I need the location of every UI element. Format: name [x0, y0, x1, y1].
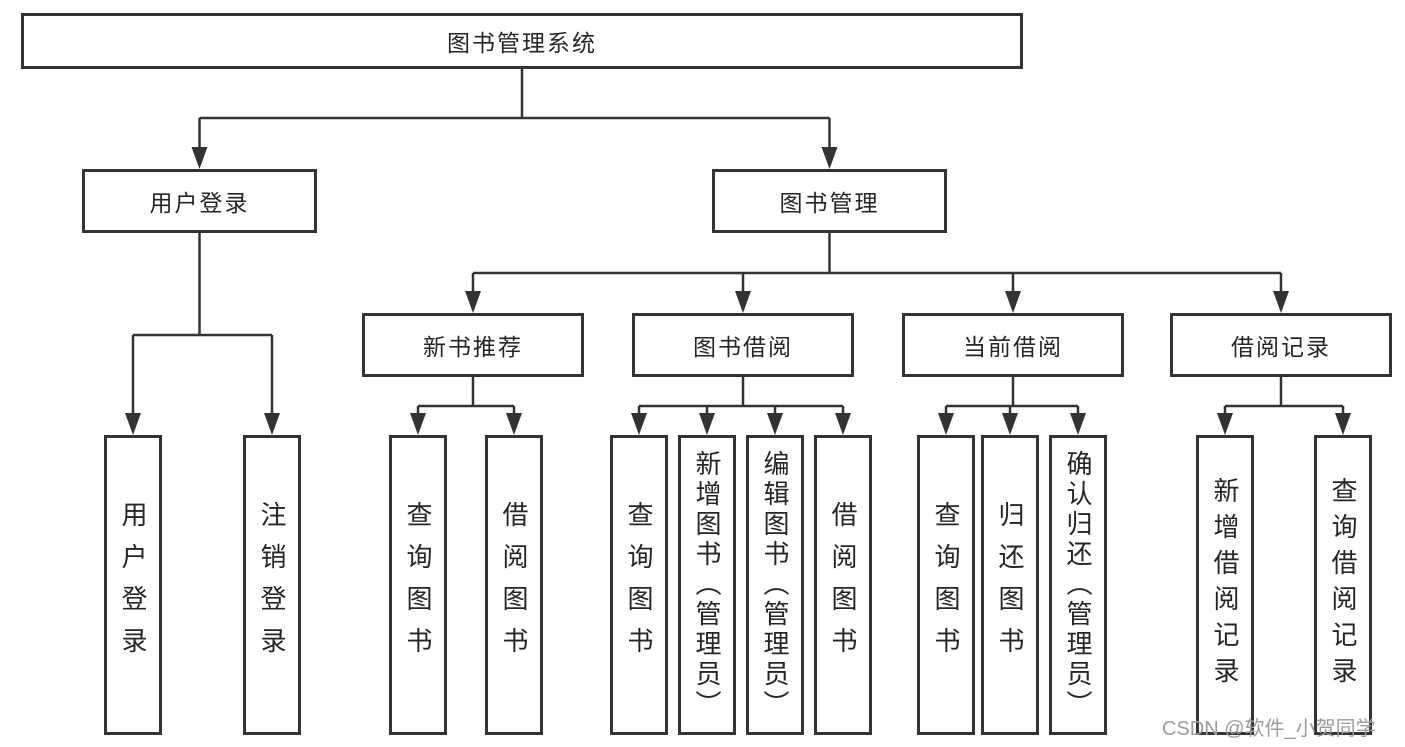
node-current-borrowing-label: 当前借阅 [963, 334, 1063, 360]
leaf-borrow-books-recommend: 借阅图书 [485, 435, 543, 735]
node-user-login-label: 用户登录 [149, 190, 250, 216]
leaf-query-books-borrowing-label: 查询图书 [624, 501, 654, 669]
leaf-borrow-books-borrowing-label: 借阅图书 [828, 501, 858, 669]
leaf-query-books-current-label: 查询图书 [931, 501, 961, 669]
leaf-add-borrow-record: 新增借阅记录 [1196, 435, 1254, 735]
leaf-query-books-borrowing: 查询图书 [610, 435, 668, 735]
leaf-user-login-label: 用户登录 [118, 501, 148, 669]
leaf-add-books-admin: 新增图书（管理员） [678, 435, 736, 735]
node-book-borrowing: 图书借阅 [632, 313, 854, 377]
node-new-book-recommendation: 新书推荐 [362, 313, 584, 377]
leaf-edit-books-admin: 编辑图书（管理员） [746, 435, 804, 735]
leaf-user-login: 用户登录 [104, 435, 162, 735]
leaf-query-books-recommend-label: 查询图书 [403, 501, 433, 669]
leaf-logout-label: 注销登录 [257, 501, 287, 669]
leaf-query-books-current: 查询图书 [917, 435, 975, 735]
leaf-query-books-recommend: 查询图书 [389, 435, 447, 735]
node-user-login: 用户登录 [82, 169, 317, 233]
leaf-borrow-books-recommend-label: 借阅图书 [499, 501, 529, 669]
leaf-query-borrow-record-label: 查询借阅记录 [1328, 477, 1358, 693]
watermark-text: CSDN @软件_小贺同学 [1162, 718, 1376, 740]
leaf-return-books-label: 归还图书 [995, 501, 1025, 669]
leaf-confirm-return-admin: 确认归还（管理员） [1049, 435, 1107, 735]
node-current-borrowing: 当前借阅 [902, 313, 1124, 377]
leaf-borrow-books-borrowing: 借阅图书 [814, 435, 872, 735]
leaf-add-books-admin-label: 新增图书（管理员） [692, 450, 722, 720]
node-borrowing-records-label: 借阅记录 [1231, 334, 1331, 360]
node-library-system-label: 图书管理系统 [447, 30, 597, 56]
leaf-logout: 注销登录 [243, 435, 301, 735]
node-book-management-label: 图书管理 [779, 190, 880, 216]
leaf-return-books: 归还图书 [981, 435, 1039, 735]
arrowheads [125, 147, 1351, 435]
leaf-edit-books-admin-label: 编辑图书（管理员） [760, 450, 790, 720]
leaf-query-borrow-record: 查询借阅记录 [1314, 435, 1372, 735]
node-book-borrowing-label: 图书借阅 [693, 334, 793, 360]
leaf-add-borrow-record-label: 新增借阅记录 [1210, 477, 1240, 693]
node-book-management: 图书管理 [712, 169, 947, 233]
node-borrowing-records: 借阅记录 [1170, 313, 1392, 377]
leaf-confirm-return-admin-label: 确认归还（管理员） [1063, 450, 1093, 720]
node-library-system: 图书管理系统 [21, 13, 1023, 69]
node-new-book-recommendation-label: 新书推荐 [423, 334, 523, 360]
